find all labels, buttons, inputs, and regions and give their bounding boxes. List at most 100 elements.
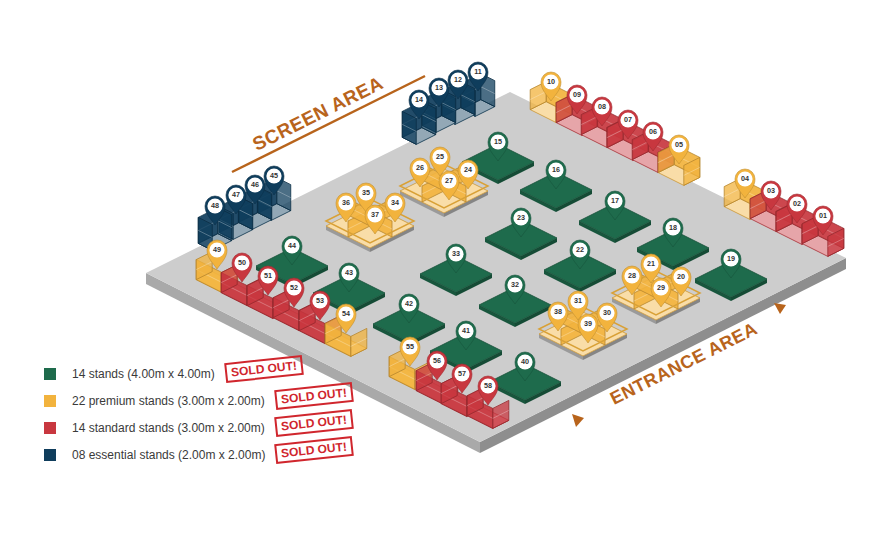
wall-grid: [198, 230, 212, 237]
pin-marker: [785, 193, 809, 225]
pin-body: [478, 376, 498, 405]
pin-marker: [590, 96, 614, 128]
pin-body: [721, 249, 741, 278]
stand-number: 37: [363, 208, 387, 222]
pin-body: [592, 97, 612, 126]
wall-grid: [325, 326, 341, 334]
stand-wall: [493, 400, 509, 428]
pin-body: [505, 275, 525, 304]
wall-grid: [461, 95, 475, 102]
stand-pin: 36: [334, 192, 358, 224]
pin-marker: [649, 277, 673, 309]
stand-number: 29: [649, 281, 673, 295]
pin-body: [245, 175, 265, 204]
stand-pin: 41: [454, 320, 478, 352]
area-label: SCREEN AREA: [249, 72, 387, 156]
stand-pin: 20: [669, 266, 693, 298]
stand-pin: 05: [667, 134, 691, 166]
stand-pin: 45: [262, 165, 286, 197]
wall-grid: [467, 398, 483, 406]
pin-marker: [539, 71, 563, 103]
stand-number: 52: [282, 281, 306, 295]
pin-marker: [466, 61, 490, 93]
floor-top: [146, 92, 846, 442]
stand-number: 15: [486, 135, 510, 149]
pin-marker: [427, 77, 451, 109]
stand-number: 03: [759, 184, 783, 198]
pin-body: [735, 169, 755, 198]
wall-grid: [684, 167, 700, 175]
pin-body: [548, 302, 568, 331]
pin-body: [468, 62, 488, 91]
pin-body: [365, 205, 385, 234]
stand-number: 58: [476, 379, 500, 393]
pin-marker: [759, 180, 783, 212]
stand-number: 18: [661, 221, 685, 235]
wall-grid: [776, 214, 792, 222]
pin-marker: [262, 165, 286, 197]
stand-pin: 56: [425, 350, 449, 382]
stand-number: 30: [595, 306, 619, 320]
stand-pin: 50: [230, 252, 254, 284]
wall-grid: [351, 338, 367, 346]
stand-pin: 55: [398, 336, 422, 368]
entrance-arrow: [572, 414, 584, 427]
wall-grid: [828, 238, 844, 246]
stand-pin: 58: [476, 375, 500, 407]
stand-number: 10: [539, 75, 563, 89]
stand-wall: [351, 328, 367, 356]
stand-number: 34: [383, 196, 407, 210]
pin-body: [207, 240, 227, 269]
pin-marker: [407, 89, 431, 121]
stand-pin: 19: [719, 248, 743, 280]
legend-text: 14 standard stands (3.00m x 2.00m): [72, 421, 265, 435]
pin-marker: [334, 303, 358, 335]
sold-out-stamp: SOLD OUT!: [275, 436, 355, 464]
pin-marker: [544, 159, 568, 191]
pin-body: [787, 194, 807, 223]
stand-pin: 48: [203, 195, 227, 227]
pin-body: [456, 321, 476, 350]
pin-body: [511, 208, 531, 237]
pin-body: [605, 191, 625, 220]
pin-body: [282, 236, 302, 265]
stand-number: 45: [262, 169, 286, 183]
wall-grid: [239, 210, 253, 217]
stand-number: 27: [437, 174, 461, 188]
wall-grid: [299, 313, 315, 321]
stand-pin: 16: [544, 159, 568, 191]
stand-wall: [684, 157, 700, 185]
pin-body: [643, 122, 663, 151]
stand-number: 23: [509, 211, 533, 225]
stand-number: 16: [544, 163, 568, 177]
pin-body: [427, 351, 447, 380]
stand-number: 31: [566, 294, 590, 308]
pin-marker: [444, 243, 468, 275]
legend-text: 14 stands (4.00m x 4.00m): [72, 367, 215, 381]
stand-number: 09: [565, 88, 589, 102]
pin-body: [578, 314, 598, 343]
pin-body: [761, 181, 781, 210]
legend-swatch: [44, 449, 56, 461]
pin-marker: [476, 375, 500, 407]
legend-row: 08 essential stands (2.00m x 2.00m): [44, 441, 265, 468]
wall-grid: [273, 300, 289, 308]
stand-pin: 33: [444, 243, 468, 275]
sold-out-stamp: SOLD OUT!: [274, 382, 354, 410]
pin-marker: [408, 157, 432, 189]
stand-pin: 38: [546, 301, 570, 333]
legend-swatch: [44, 422, 56, 434]
pin-marker: [308, 290, 332, 322]
stand-pin: 08: [590, 96, 614, 128]
wall-grid: [530, 92, 546, 100]
stand-number: 44: [280, 239, 304, 253]
stand-pin: 12: [446, 69, 470, 101]
pin-body: [541, 72, 561, 101]
pin-body: [232, 253, 252, 282]
stand-number: 54: [334, 307, 358, 321]
pin-body: [336, 193, 356, 222]
pin-body: [399, 294, 419, 323]
pin-marker: [446, 69, 470, 101]
pin-marker: [513, 351, 537, 383]
pin-body: [813, 206, 833, 235]
